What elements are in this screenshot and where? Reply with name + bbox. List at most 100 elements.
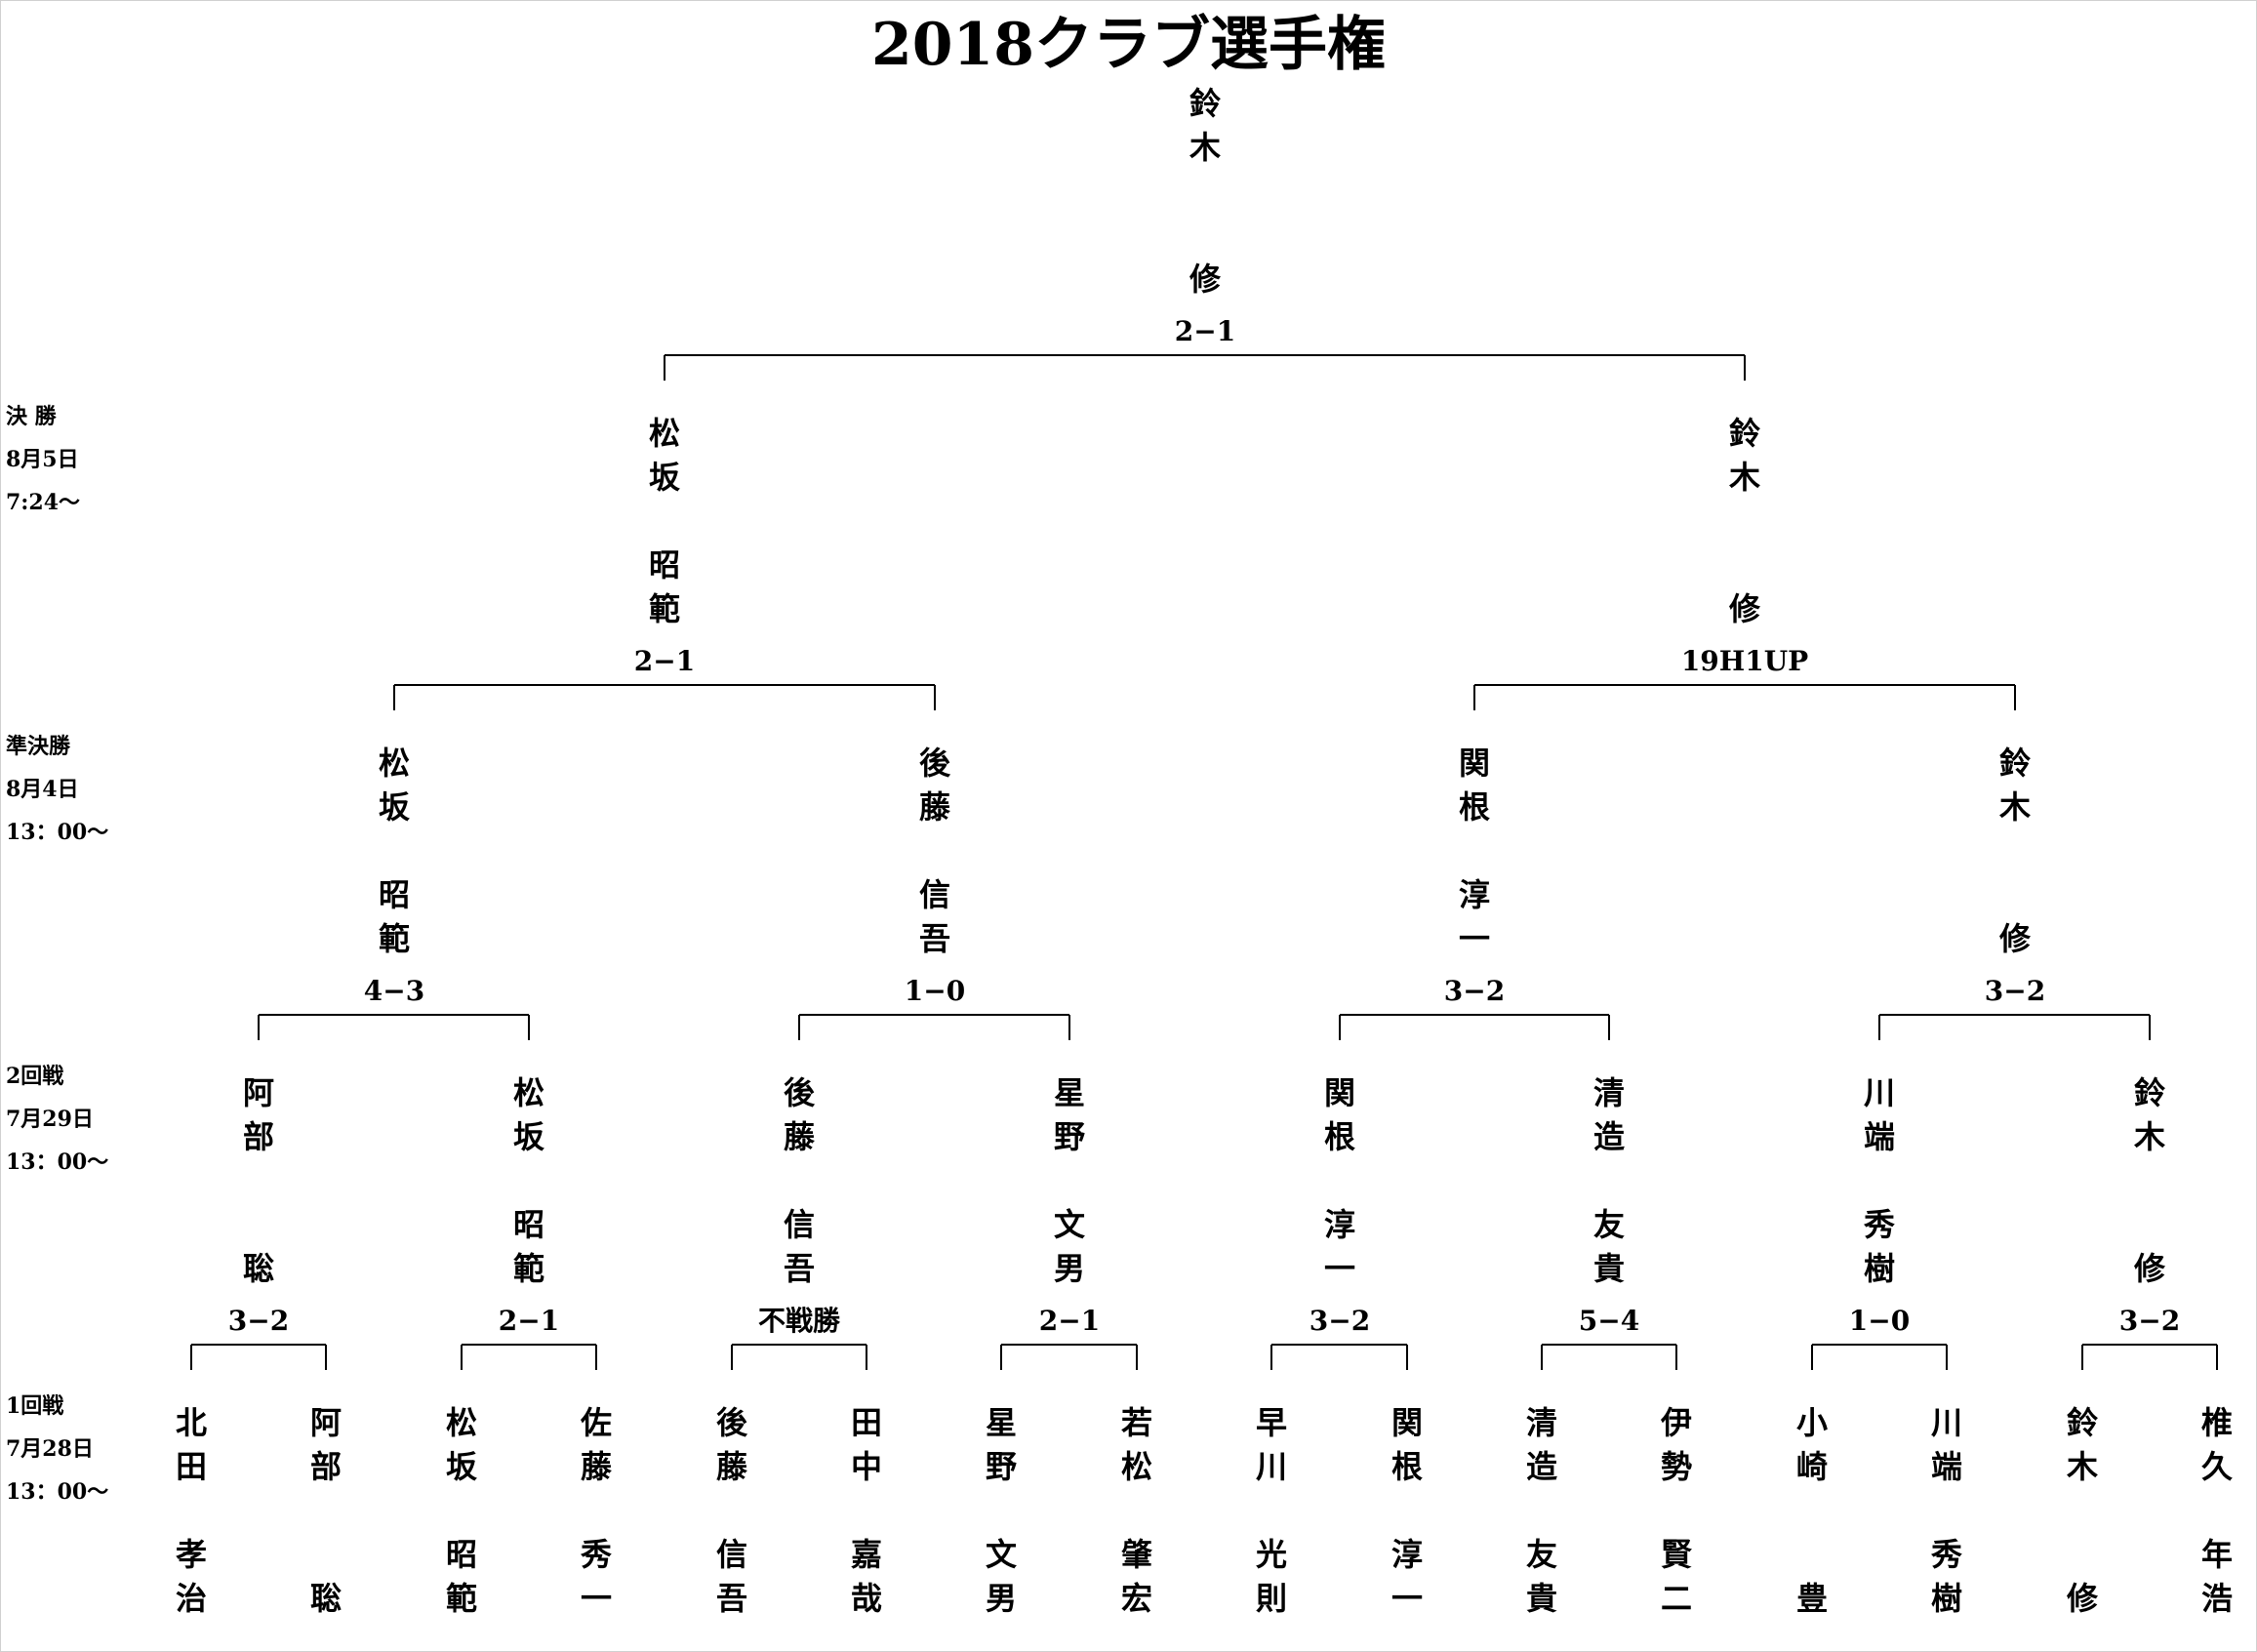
- player-name-char: 小: [1795, 1404, 1828, 1441]
- player-name-char: 信: [715, 1536, 747, 1573]
- player-name-char: 秀: [580, 1536, 612, 1573]
- player-name-char: 修: [1998, 920, 2031, 957]
- round-date: 7月28日: [6, 1436, 94, 1462]
- player-name-char: 範: [512, 1250, 544, 1287]
- match-score: 1−0: [1848, 1305, 1911, 1337]
- match-score: 3−2: [1443, 975, 1506, 1007]
- player-name-char: 修: [1189, 261, 1221, 298]
- player-name-char: 吾: [918, 920, 950, 957]
- player-name-char: 根: [1458, 788, 1490, 826]
- match-score: 4−3: [363, 975, 425, 1007]
- player-name-char: 聡: [309, 1580, 342, 1617]
- player-name-char: 年: [2200, 1536, 2233, 1573]
- player-name-char: 範: [378, 920, 410, 957]
- round-date: 8月4日: [6, 777, 79, 802]
- round-name: 決 勝: [6, 404, 57, 429]
- player-name-char: 松: [648, 415, 680, 452]
- player-name-char: 範: [648, 590, 680, 627]
- player-name-char: 佐: [580, 1404, 612, 1441]
- player-name-char: 阿: [309, 1404, 342, 1441]
- round-label-semifinal: 準決勝 8月4日 13：00〜: [6, 725, 108, 854]
- player-name-char: 貴: [1592, 1250, 1625, 1287]
- player-name-char: 造: [1592, 1118, 1625, 1155]
- player-name-char: 木: [2066, 1448, 2098, 1485]
- player-name-char: 一: [1458, 920, 1490, 957]
- player-name-char: 文: [1053, 1206, 1085, 1243]
- match-score: 2−1: [1038, 1305, 1101, 1337]
- player-name-char: 木: [1998, 788, 2031, 826]
- player-name-char: 則: [1255, 1580, 1287, 1617]
- player-name-char: 坂: [445, 1448, 477, 1485]
- player-name-char: 浩: [2200, 1580, 2233, 1617]
- player-name-char: 一: [580, 1580, 612, 1617]
- player-name-char: 勢: [1660, 1448, 1692, 1485]
- player-name-char: 北: [175, 1404, 207, 1441]
- player-name-char: 男: [1053, 1250, 1085, 1287]
- player-name-char: 淳: [1390, 1536, 1423, 1573]
- player-name-char: 宏: [1120, 1580, 1152, 1617]
- player-name-char: [229, 1203, 288, 1247]
- player-name-char: 部: [309, 1448, 342, 1485]
- player-name-char: 貴: [1525, 1580, 1557, 1617]
- player-name-char: 関: [1323, 1074, 1355, 1111]
- player-name-char: 吾: [715, 1580, 747, 1617]
- player-name-char: 坂: [512, 1118, 544, 1155]
- player-name-char: [1986, 873, 2044, 917]
- player-name-char: [1715, 544, 1774, 587]
- player-name-char: 治: [175, 1580, 207, 1617]
- player-name-char: 松: [445, 1404, 477, 1441]
- page-title: 2018クラブ選手権: [871, 11, 1386, 79]
- player-name-char: 関: [1390, 1404, 1423, 1441]
- player-name-char: 田: [175, 1448, 207, 1485]
- round-time: 13：00〜: [6, 1149, 109, 1175]
- player-name-char: 椎: [2200, 1404, 2233, 1441]
- player-name-char: 孝: [175, 1536, 207, 1573]
- player-name-char: 一: [1323, 1250, 1355, 1287]
- player-name-char: 修: [1728, 590, 1760, 627]
- player-name-char: 松: [1120, 1448, 1152, 1485]
- player-name-char: 藤: [918, 788, 950, 826]
- player-name-char: 鈴: [1189, 85, 1221, 122]
- match-score: 19H1UP: [1680, 645, 1809, 677]
- round-name: 準決勝: [6, 734, 71, 759]
- player-name-char: 淳: [1458, 876, 1490, 913]
- player-name-char: 昭: [445, 1536, 477, 1573]
- player-name-char: 光: [1255, 1536, 1287, 1573]
- player-name-char: 哉: [850, 1580, 882, 1617]
- player-name-char: 淳: [1323, 1206, 1355, 1243]
- player-name-char: 友: [1592, 1206, 1625, 1243]
- player-name-char: 坂: [378, 788, 410, 826]
- player-name-char: 田: [850, 1404, 882, 1441]
- player-name-char: 後: [783, 1074, 815, 1111]
- player-name-char: 藤: [580, 1448, 612, 1485]
- player-name-char: 範: [445, 1580, 477, 1617]
- match-score: 3−2: [2118, 1305, 2181, 1337]
- player-name-char: 木: [1189, 129, 1221, 166]
- player-name-char: 藤: [783, 1118, 815, 1155]
- player-name-char: 秀: [1930, 1536, 1962, 1573]
- player-name-char: 賢: [1660, 1536, 1692, 1573]
- player-name-char: 根: [1323, 1118, 1355, 1155]
- player-name-char: 端: [1863, 1118, 1895, 1155]
- player-name-char: 一: [1390, 1580, 1423, 1617]
- player-name-char: 秀: [1863, 1206, 1895, 1243]
- round-date: 8月5日: [6, 447, 79, 472]
- player-name-char: 信: [918, 876, 950, 913]
- player-name-char: 昭: [648, 546, 680, 584]
- round-label-round1: 1回戦 7月28日 13：00〜: [6, 1385, 108, 1513]
- player-name-char: 川: [1255, 1448, 1287, 1485]
- player-name-char: 中: [850, 1448, 882, 1485]
- player-name-char: 鈴: [2133, 1074, 2165, 1111]
- player-name-char: 造: [1525, 1448, 1557, 1485]
- round-date: 7月29日: [6, 1107, 94, 1132]
- player-name-char: 藤: [715, 1448, 747, 1485]
- player-name-char: 根: [1390, 1448, 1423, 1485]
- match-score: 1−0: [904, 975, 966, 1007]
- player-name-char: 信: [783, 1206, 815, 1243]
- player-name-char: 嘉: [850, 1536, 882, 1573]
- player-name-char: 松: [378, 745, 410, 782]
- player-name-char: 聡: [242, 1250, 274, 1287]
- player-name-char: 久: [2200, 1448, 2233, 1485]
- player-name-char: 豊: [1795, 1580, 1828, 1617]
- player-name-char: 野: [985, 1448, 1017, 1485]
